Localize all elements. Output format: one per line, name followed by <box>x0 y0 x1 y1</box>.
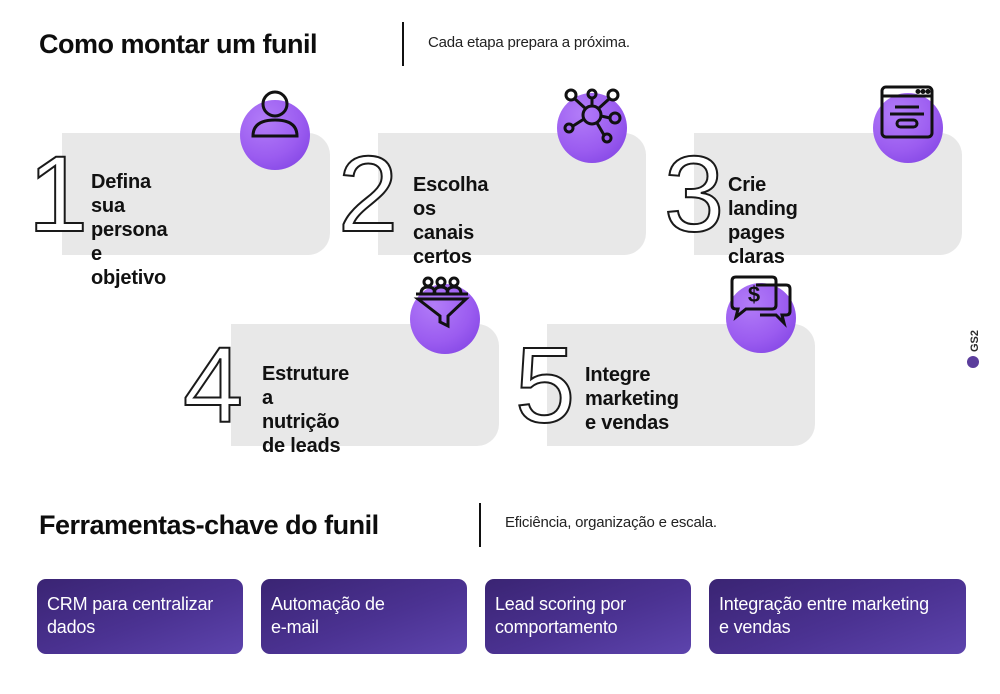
user-icon <box>251 90 299 138</box>
step-number: 3 <box>663 133 725 254</box>
step-label: Estruture a nutrição de leads <box>262 363 350 457</box>
svg-text:GS2: GS2 <box>969 330 981 352</box>
tool-card-integration: Integração entre marketing e vendas <box>709 579 966 654</box>
header-divider <box>402 22 404 66</box>
section-title-tools: Ferramentas-chave do funil <box>39 510 379 540</box>
chat-dollar-icon: $ <box>730 275 792 328</box>
step-label: Crie landing pages claras <box>728 174 798 268</box>
network-icon <box>563 88 622 144</box>
section-subtitle-tools: Eficiência, organização e escala. <box>505 514 717 531</box>
section-subtitle-funnel: Cada etapa prepara a próxima. <box>428 34 630 51</box>
step-number: 2 <box>337 133 399 254</box>
step-label: Integre marketing e vendas <box>585 364 679 434</box>
tool-card-crm: CRM para centralizar dados <box>37 579 243 654</box>
step-number: 1 <box>27 133 89 254</box>
brand-logo-icon: GS2 <box>967 330 981 368</box>
browser-window-icon <box>880 85 934 139</box>
tool-card-lead-scoring: Lead scoring por comportamento <box>485 579 691 654</box>
step-label: Escolha os canais certos <box>413 174 489 268</box>
step-number: 4 <box>182 324 244 445</box>
section-title-funnel: Como montar um funil <box>39 29 317 59</box>
icon-circle <box>410 284 480 354</box>
step-label: Defina sua persona e objetivo <box>91 171 168 289</box>
step-number: 5 <box>514 324 576 445</box>
icon-circle <box>726 283 796 353</box>
tool-card-email-automation: Automação de e-mail <box>261 579 467 654</box>
funnel-people-icon <box>413 276 470 329</box>
svg-text:$: $ <box>748 282 760 307</box>
header-divider <box>479 503 481 547</box>
